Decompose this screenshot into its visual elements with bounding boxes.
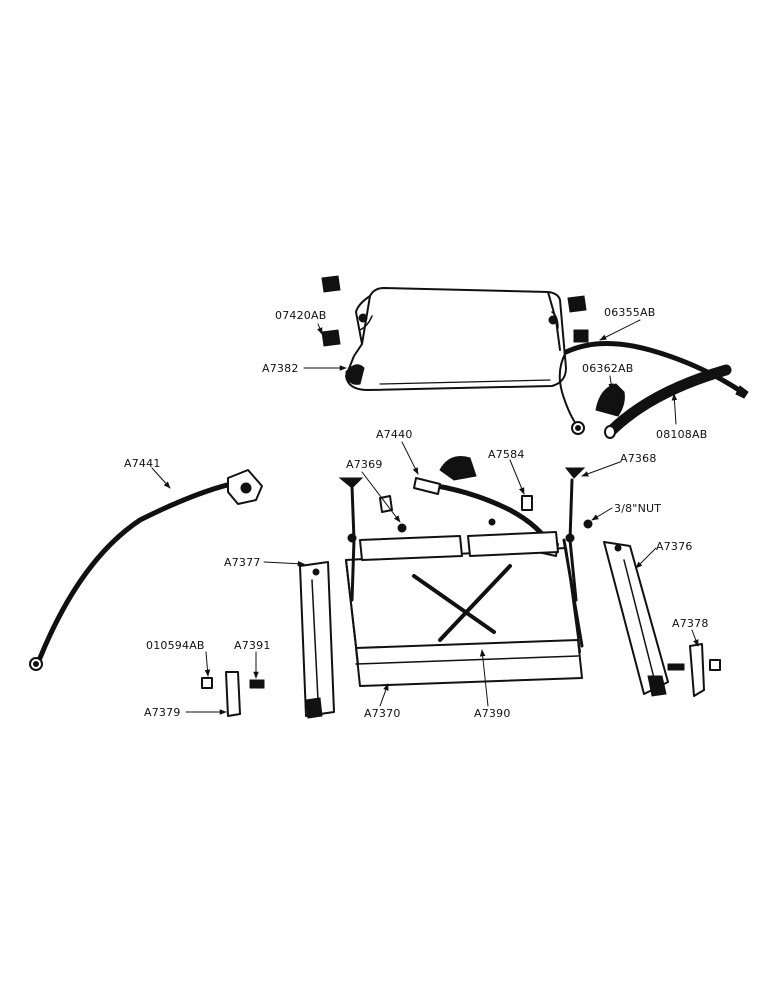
label-08108AB: 08108AB xyxy=(656,428,707,441)
label-A7382: A7382 xyxy=(262,362,299,375)
label-A7441: A7441 xyxy=(124,457,161,470)
label-A7369: A7369 xyxy=(346,458,383,471)
clip-part-07420AB xyxy=(321,275,589,347)
battery-tray-part xyxy=(345,531,584,687)
cable-06355AB-part xyxy=(558,341,749,435)
label-A7378: A7378 xyxy=(672,617,709,630)
label-06362AB: 06362AB xyxy=(582,362,633,375)
side-rail-A7376-part xyxy=(603,541,669,697)
label-A7379: A7379 xyxy=(144,706,181,719)
battery-cover-part xyxy=(345,287,567,391)
label-3-8-nut: 3/8"NUT xyxy=(614,502,661,515)
cable-A7441-part xyxy=(29,469,263,671)
tube-08108AB-part xyxy=(604,364,732,439)
label-A7376: A7376 xyxy=(656,540,693,553)
clamp-A7379-part xyxy=(201,671,265,717)
label-A7368: A7368 xyxy=(620,452,657,465)
boot-06362AB-part xyxy=(595,383,625,417)
label-A7391: A7391 xyxy=(234,639,271,652)
part-labels: 07420AB A7382 06355AB 06362AB 08108AB A7… xyxy=(124,306,709,720)
hold-down-rods-part xyxy=(338,467,593,602)
label-A7370: A7370 xyxy=(364,707,401,720)
clamp-A7378-part xyxy=(667,643,721,697)
side-rail-A7377-part xyxy=(299,561,335,719)
label-06355AB: 06355AB xyxy=(604,306,655,319)
label-A7377: A7377 xyxy=(224,556,261,569)
leader-lines xyxy=(151,319,699,715)
label-A7584: A7584 xyxy=(488,448,525,461)
small-parts-A7369-A7584 xyxy=(379,495,533,533)
label-A7440: A7440 xyxy=(376,428,413,441)
label-A7390: A7390 xyxy=(474,707,511,720)
label-010594AB: 010594AB xyxy=(146,639,205,652)
label-07420AB: 07420AB xyxy=(275,309,326,322)
